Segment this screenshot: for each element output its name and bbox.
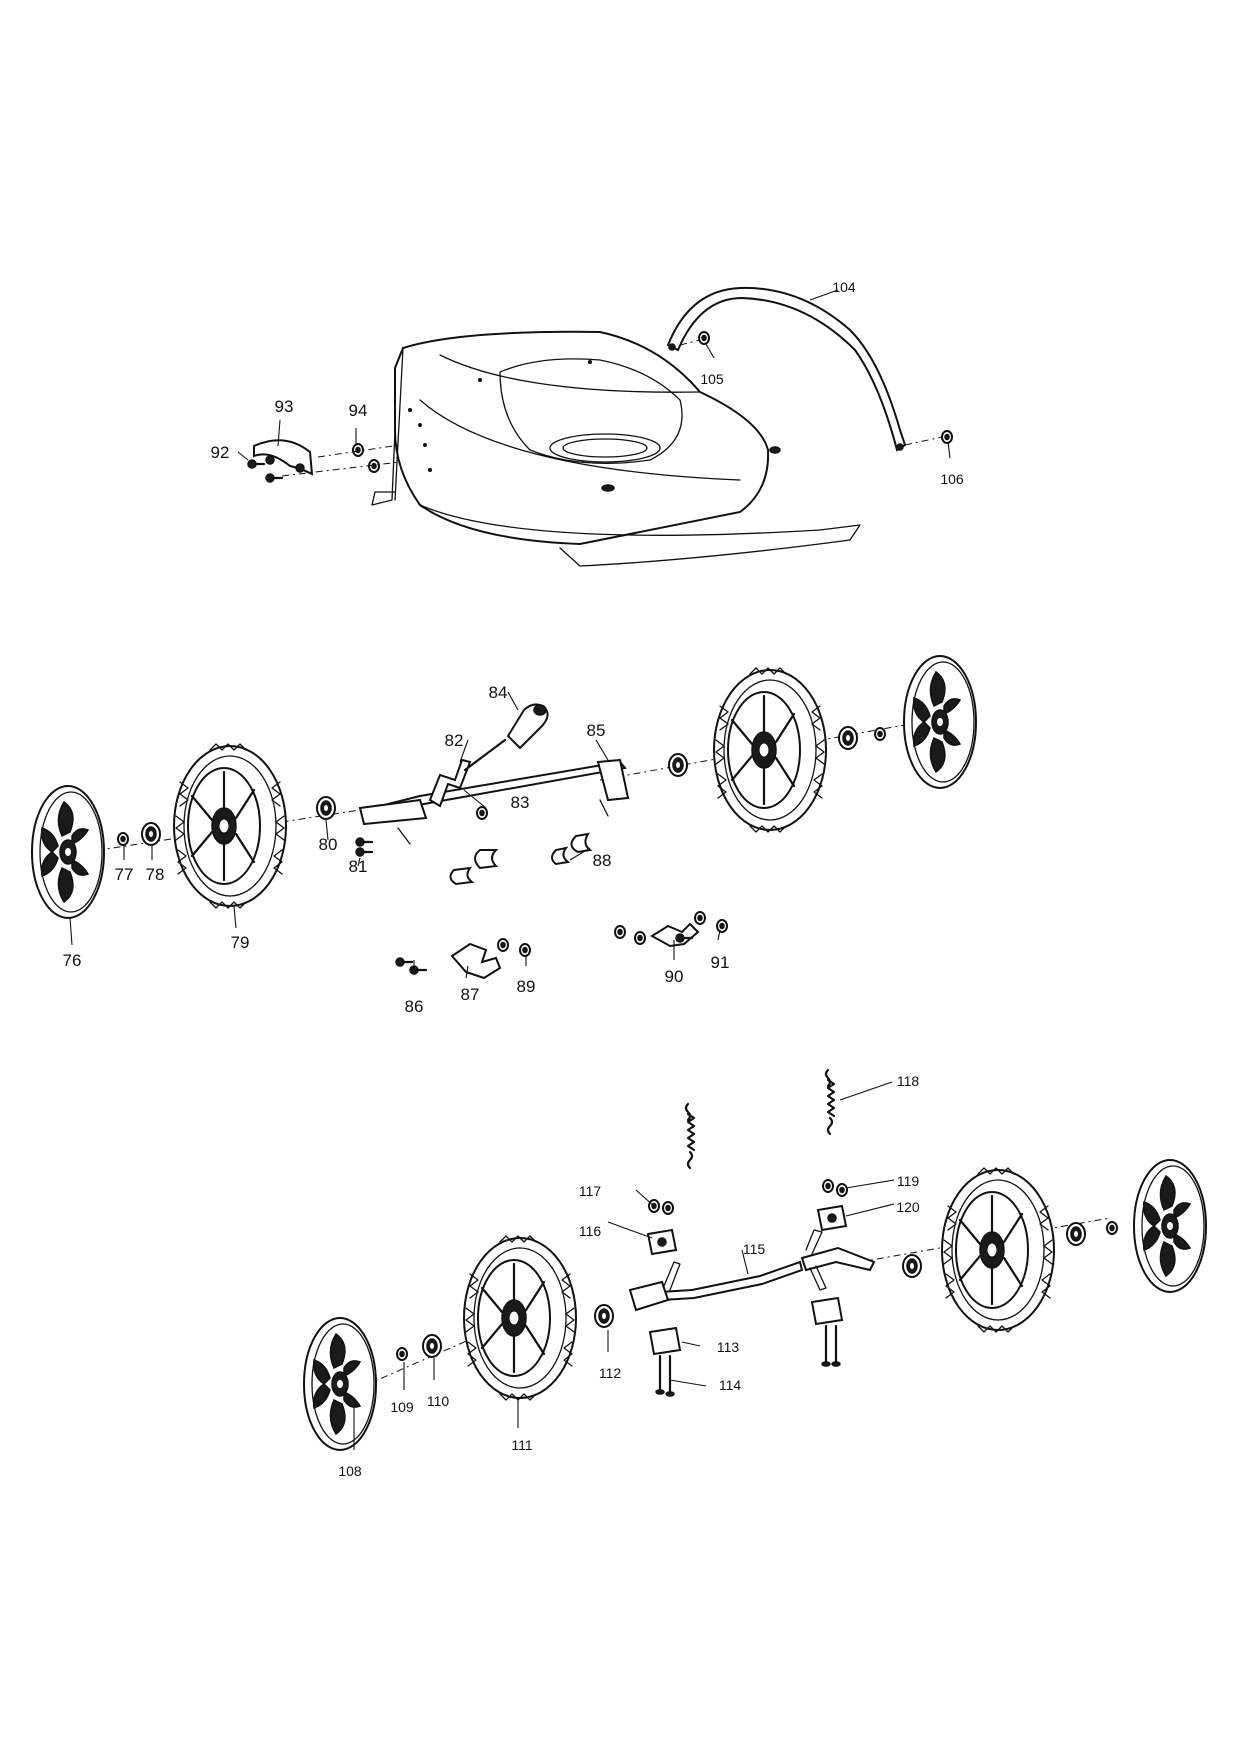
spring-icon	[824, 1068, 836, 1136]
nut-icon	[1106, 1221, 1118, 1235]
callout-91: 91	[711, 953, 730, 972]
screw-icon	[408, 964, 428, 976]
callout-114: 114	[719, 1377, 742, 1393]
callout-120: 120	[896, 1199, 920, 1215]
callout-112: 112	[599, 1365, 622, 1381]
nut-icon	[662, 1201, 674, 1215]
nut-icon	[614, 925, 626, 939]
clamp-113	[648, 1296, 844, 1356]
lawn-mower-wheel-icon	[172, 742, 288, 910]
nut-icon	[497, 938, 509, 952]
hubcap-icon	[1133, 1159, 1207, 1293]
hubcap-icon	[303, 1317, 377, 1451]
callout-88: 88	[593, 851, 612, 870]
mower-deck	[371, 330, 861, 567]
rear-flap-93	[253, 439, 314, 476]
callout-116: 116	[579, 1223, 602, 1239]
callout-106: 106	[940, 471, 964, 487]
callout-118: 118	[897, 1073, 920, 1089]
bearing-icon	[594, 1304, 614, 1328]
callout-77: 77	[115, 865, 134, 884]
clamp-120	[816, 1204, 848, 1232]
bearing-icon	[141, 822, 161, 846]
callout-78: 78	[146, 865, 165, 884]
rear-axle-115	[628, 1229, 876, 1312]
callout-85: 85	[587, 721, 606, 740]
nut-icon	[396, 1347, 408, 1361]
callout-79: 79	[231, 933, 250, 952]
hubcap-icon	[903, 655, 977, 789]
nut-icon	[698, 331, 710, 345]
callout-111: 111	[511, 1437, 532, 1453]
grip-84	[506, 703, 549, 750]
front-axle	[358, 758, 630, 845]
callout-87: 87	[461, 985, 480, 1004]
callout-76: 76	[63, 951, 82, 970]
callout-93: 93	[275, 397, 294, 416]
callout-82: 82	[445, 731, 464, 750]
nut-icon	[634, 931, 646, 945]
callout-81: 81	[349, 857, 368, 876]
lawn-mower-wheel-icon	[940, 1166, 1056, 1334]
nut-icon	[117, 832, 129, 846]
nut-icon	[352, 443, 364, 457]
bearing-icon	[668, 753, 688, 777]
callout-83: 83	[511, 793, 530, 812]
leader-lines	[69, 289, 951, 1450]
lawn-mower-wheel-icon	[712, 666, 828, 834]
screw-icon	[354, 846, 374, 858]
callout-84: 84	[489, 683, 508, 702]
callout-86: 86	[405, 997, 424, 1016]
screw-icon	[354, 836, 374, 848]
nut-icon	[476, 806, 488, 820]
callout-80: 80	[319, 835, 338, 854]
nut-icon	[694, 911, 706, 925]
lawn-mower-wheel-icon	[462, 1234, 578, 1402]
bearing-icon	[1066, 1222, 1086, 1246]
callout-113: 113	[717, 1339, 740, 1355]
callout-94: 94	[349, 401, 368, 420]
bolt-114	[655, 1324, 841, 1397]
callout-89: 89	[517, 977, 536, 996]
bracket-87	[450, 942, 502, 980]
hubcap-icon	[31, 785, 105, 919]
callout-110: 110	[427, 1393, 450, 1409]
callout-92: 92	[211, 443, 230, 462]
nut-icon	[519, 943, 531, 957]
clamp-116	[646, 1228, 678, 1256]
screw-icon	[246, 458, 266, 470]
callout-108: 108	[338, 1463, 362, 1479]
bracket-90	[650, 922, 700, 948]
nut-icon	[822, 1179, 834, 1193]
callout-109: 109	[390, 1399, 414, 1415]
callout-119: 119	[897, 1173, 920, 1189]
bearing-icon	[902, 1254, 922, 1278]
bearing-icon	[422, 1334, 442, 1358]
callout-104: 104	[832, 279, 856, 295]
nut-icon	[941, 430, 953, 444]
callout-90: 90	[665, 967, 684, 986]
lever-82	[428, 738, 507, 808]
callout-115: 115	[743, 1241, 766, 1257]
spring-icon	[684, 1102, 696, 1170]
nut-icon	[874, 727, 886, 741]
screw-icon	[394, 956, 414, 968]
bearing-icon	[838, 726, 858, 750]
bushing-88	[449, 832, 593, 886]
callout-117: 117	[579, 1183, 602, 1199]
nut-icon	[716, 919, 728, 933]
callout-labels: 93 94 92 104 105 106 84 82 85 83 80 81 8…	[63, 279, 964, 1479]
callout-105: 105	[700, 371, 724, 387]
bearing-icon	[316, 796, 336, 820]
nut-icon	[836, 1183, 848, 1197]
screw-icon	[264, 472, 284, 484]
